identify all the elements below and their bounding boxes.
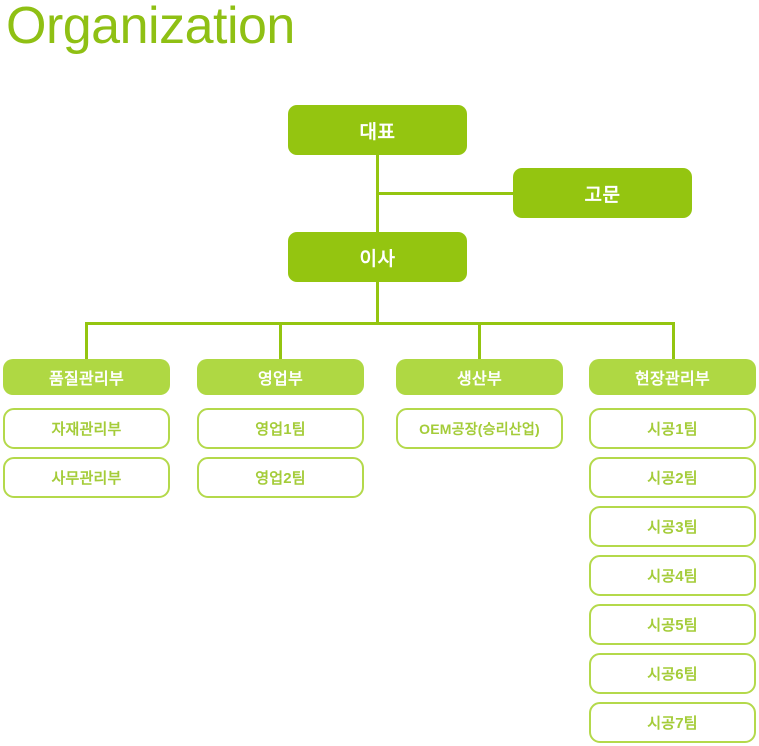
node-team-quality-2[interactable]: 사무관리부: [3, 457, 170, 498]
connector-director-to-bus: [376, 282, 379, 324]
node-team-quality-2-label: 사무관리부: [51, 470, 122, 487]
node-team-sales-1[interactable]: 영업1팀: [197, 408, 364, 449]
connector-drop-sales: [279, 322, 282, 359]
node-team-sales-1-label: 영업1팀: [255, 421, 306, 438]
node-director-label: 이사: [359, 248, 396, 270]
node-team-site-7[interactable]: 시공7팀: [589, 702, 756, 743]
node-team-site-1[interactable]: 시공1팀: [589, 408, 756, 449]
node-team-production-1[interactable]: OEM공장(승리산업): [396, 408, 563, 449]
node-ceo[interactable]: 대표: [288, 105, 467, 155]
node-ceo-label: 대표: [359, 121, 396, 143]
node-department-quality-label: 품질관리부: [48, 371, 125, 388]
node-department-sales[interactable]: 영업부: [197, 359, 364, 395]
node-team-site-6[interactable]: 시공6팀: [589, 653, 756, 694]
node-team-sales-2-label: 영업2팀: [255, 470, 306, 487]
node-team-site-3-label: 시공3팀: [647, 519, 698, 536]
node-team-site-2-label: 시공2팀: [647, 470, 698, 487]
node-department-site-label: 현장관리부: [634, 371, 711, 388]
connector-trunk-to-advisor: [376, 192, 514, 195]
connector-drop-site: [672, 322, 675, 359]
node-team-site-2[interactable]: 시공2팀: [589, 457, 756, 498]
node-team-quality-1[interactable]: 자재관리부: [3, 408, 170, 449]
connector-drop-quality: [85, 322, 88, 359]
node-team-production-1-label: OEM공장(승리산업): [419, 420, 540, 437]
node-department-quality[interactable]: 품질관리부: [3, 359, 170, 395]
connector-drop-production: [478, 322, 481, 359]
node-team-site-6-label: 시공6팀: [647, 666, 698, 683]
connector-ceo-to-director: [376, 155, 379, 235]
connector-department-bus: [85, 322, 675, 325]
node-department-site[interactable]: 현장관리부: [589, 359, 756, 395]
node-department-production-label: 생산부: [456, 371, 503, 388]
node-team-site-3[interactable]: 시공3팀: [589, 506, 756, 547]
node-team-quality-1-label: 자재관리부: [51, 421, 122, 438]
node-team-site-1-label: 시공1팀: [647, 421, 698, 438]
node-team-site-4-label: 시공4팀: [647, 568, 698, 585]
node-advisor-label: 고문: [584, 184, 621, 206]
node-team-sales-2[interactable]: 영업2팀: [197, 457, 364, 498]
node-team-site-4[interactable]: 시공4팀: [589, 555, 756, 596]
node-team-site-5-label: 시공5팀: [647, 617, 698, 634]
node-advisor[interactable]: 고문: [513, 168, 692, 218]
node-department-sales-label: 영업부: [257, 371, 304, 388]
node-director[interactable]: 이사: [288, 232, 467, 282]
page-title: Organization: [6, 0, 295, 55]
node-department-production[interactable]: 생산부: [396, 359, 563, 395]
node-team-site-7-label: 시공7팀: [647, 715, 698, 732]
node-team-site-5[interactable]: 시공5팀: [589, 604, 756, 645]
